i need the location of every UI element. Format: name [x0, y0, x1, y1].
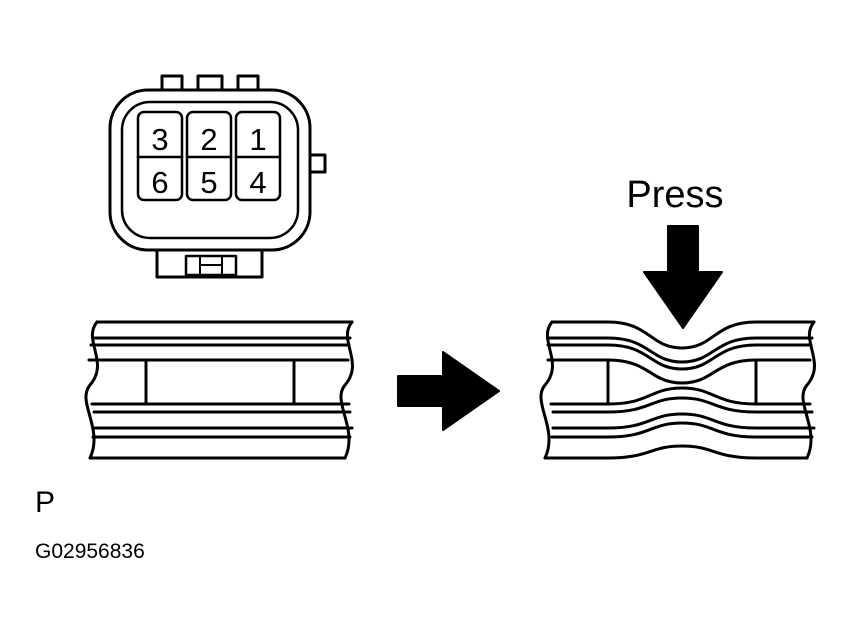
terminal-before-strips — [87, 320, 354, 460]
terminal-after-strip — [550, 421, 814, 439]
connector-lock-detail — [199, 255, 223, 276]
terminal-after-window-top — [546, 358, 812, 385]
terminal-after-window-bottom — [549, 386, 812, 406]
connector-label: P — [35, 486, 55, 519]
terminal-after-window-sides — [606, 358, 758, 406]
terminal-before — [84, 320, 354, 460]
terminal-after-strip — [551, 396, 814, 414]
terminal-after-strip — [551, 412, 816, 430]
terminal-after-strip — [543, 444, 809, 460]
connector-outer-housing — [108, 88, 312, 252]
connector-inner-wall — [120, 100, 300, 240]
connector-top-tabs — [160, 74, 260, 94]
pin-number: 3 — [151, 122, 168, 157]
connector-lock-tab — [184, 254, 238, 277]
terminal-after — [539, 320, 816, 460]
press-label: Press — [626, 174, 723, 216]
pin-number: 4 — [249, 165, 266, 200]
connector-bottom-lock — [155, 248, 264, 279]
connector-front-view: 3 2 1 6 5 4 — [108, 74, 327, 279]
pin-number: 5 — [200, 165, 217, 200]
transition-arrow — [397, 351, 500, 431]
terminal-after-left-edge — [539, 320, 554, 460]
terminal-before-window — [144, 358, 296, 406]
press-arrow — [643, 225, 723, 329]
figure-code: G02956836 — [35, 540, 145, 563]
pin-number: 2 — [200, 122, 217, 157]
terminal-after-strip — [546, 343, 813, 371]
terminal-after-strip — [547, 336, 814, 364]
pin-number: 1 — [249, 122, 266, 157]
terminal-after-strip — [550, 320, 816, 350]
connector-side-key — [308, 153, 327, 174]
pin-number: 6 — [151, 165, 168, 200]
